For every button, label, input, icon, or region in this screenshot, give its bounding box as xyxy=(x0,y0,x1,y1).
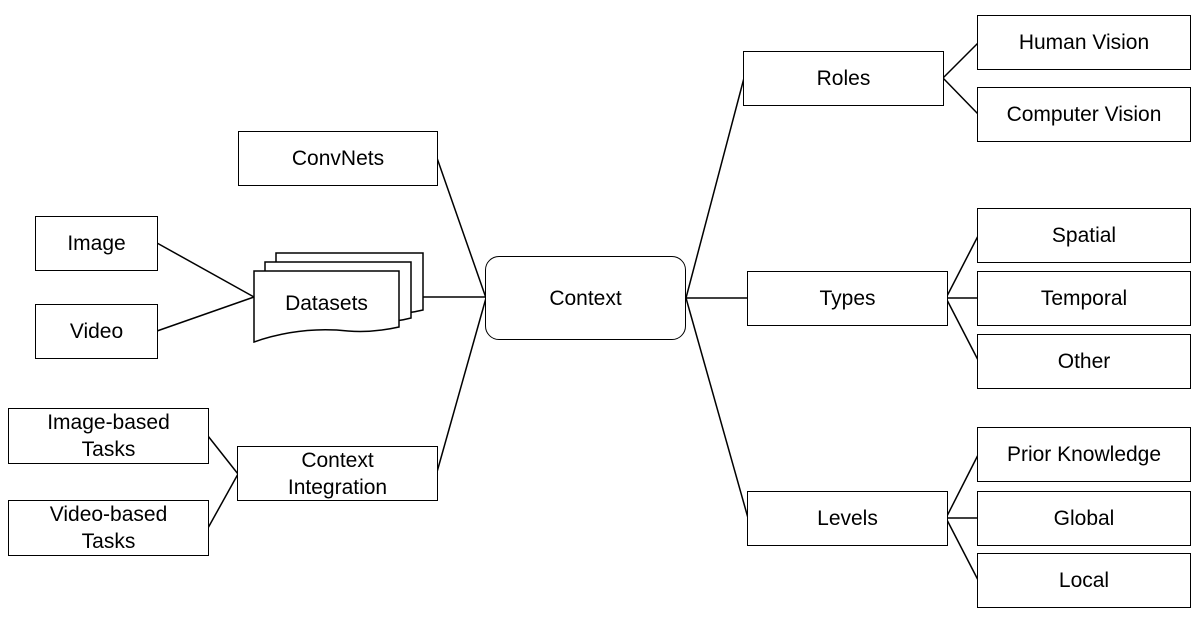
link-image-datasets xyxy=(156,242,255,298)
link-roles-human-vision xyxy=(942,42,979,79)
context-integration-line2: Integration xyxy=(287,475,388,499)
convnets-node: ConvNets xyxy=(238,131,438,186)
local-node: Local xyxy=(977,553,1191,608)
levels-label: Levels xyxy=(817,507,878,530)
prior-knowledge-label: Prior Knowledge xyxy=(1006,443,1162,466)
human-vision-node: Human Vision xyxy=(977,15,1191,70)
link-integration-context xyxy=(436,297,487,473)
link-types-spatial xyxy=(945,235,979,299)
video-based-tasks-line1: Video-based xyxy=(49,503,168,526)
types-node: Types xyxy=(747,271,948,326)
link-types-other xyxy=(945,297,979,361)
global-label: Global xyxy=(1053,507,1115,530)
link-convnets-context xyxy=(436,157,487,299)
temporal-node: Temporal xyxy=(977,271,1191,326)
spatial-label: Spatial xyxy=(1051,224,1117,247)
context-integration-line1: Context xyxy=(301,448,374,472)
video-node: Video xyxy=(35,304,158,359)
types-label: Types xyxy=(819,287,876,310)
other-label: Other xyxy=(1057,350,1111,373)
datasets-stack-icon xyxy=(253,252,424,344)
prior-knowledge-node: Prior Knowledge xyxy=(977,427,1191,482)
image-based-tasks-line1: Image-based xyxy=(47,411,170,434)
context-integration-node: Context Integration xyxy=(237,446,438,501)
link-context-levels xyxy=(685,297,749,519)
video-label: Video xyxy=(69,320,124,343)
levels-node: Levels xyxy=(747,491,948,546)
context-node: Context xyxy=(485,256,686,340)
link-image-tasks-integration xyxy=(207,435,239,475)
image-label: Image xyxy=(67,232,126,255)
spatial-node: Spatial xyxy=(977,208,1191,263)
convnets-label: ConvNets xyxy=(291,147,385,170)
link-video-datasets xyxy=(156,296,255,332)
video-based-tasks-node: Video-based Tasks xyxy=(8,500,209,556)
global-node: Global xyxy=(977,491,1191,546)
human-vision-label: Human Vision xyxy=(1018,31,1150,54)
link-levels-local xyxy=(945,517,979,581)
context-label: Context xyxy=(549,286,622,310)
local-label: Local xyxy=(1058,569,1110,592)
link-context-roles xyxy=(685,77,745,299)
image-based-tasks-node: Image-based Tasks xyxy=(8,408,209,464)
image-based-tasks-line2: Tasks xyxy=(81,438,136,461)
temporal-label: Temporal xyxy=(1040,287,1128,310)
other-node: Other xyxy=(977,334,1191,389)
computer-vision-label: Computer Vision xyxy=(1006,103,1162,126)
link-video-tasks-integration xyxy=(207,473,239,529)
roles-label: Roles xyxy=(816,67,871,90)
link-levels-prior xyxy=(945,454,979,519)
computer-vision-node: Computer Vision xyxy=(977,87,1191,142)
image-node: Image xyxy=(35,216,158,271)
video-based-tasks-line2: Tasks xyxy=(81,530,136,553)
roles-node: Roles xyxy=(743,51,944,106)
link-roles-computer-vision xyxy=(942,77,979,115)
datasets-label: Datasets xyxy=(285,292,368,315)
